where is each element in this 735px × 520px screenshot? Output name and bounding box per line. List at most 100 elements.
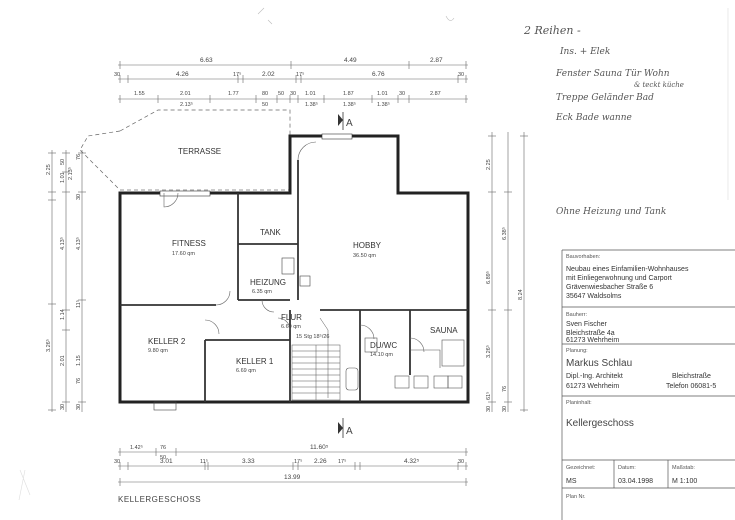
tb-planner-label: Planung: [566, 348, 588, 354]
room-heizung-area: 6.35 qm [252, 289, 272, 295]
right-dim-5: 3.26⁵ [485, 345, 492, 358]
top-dim-3-11: 2.87 [430, 91, 441, 97]
tb-project-line-1: Neubau eines Einfamilien-Wohnhauses [566, 266, 689, 273]
bottom-dim-3-1: 13.99 [284, 474, 301, 481]
room-sauna-name: SAUNA [430, 326, 458, 335]
left-dim-14: 76 [76, 378, 82, 384]
room-duwc-area: 14.10 qm [370, 352, 393, 358]
bottom-dim-2-1: 30 [114, 459, 120, 465]
top-dim-2-5: 17⁵ [296, 71, 304, 78]
handwritten-notes: 2 Reihen - Ins. + Elek Fenster Sauna Tür… [523, 24, 684, 217]
top-dim-3-1: 1.55 [134, 91, 145, 97]
left-dimension-text: 2.25 50 1.01 76 2.13⁵ 30 4.13⁵ 4.13⁵ 1.1… [45, 154, 82, 410]
top-dim-sub-1: 2.13⁵ [180, 101, 193, 108]
tb-planner-phone: Telefon 06081-5 [666, 383, 716, 390]
room-keller2-area: 9.80 qm [148, 348, 168, 354]
tb-client-line-3: 61273 Wehrheim [566, 337, 619, 344]
bottom-dim-2-6: 2.26 [314, 458, 327, 465]
bottom-dim-2-7: 17⁵ [338, 458, 346, 465]
top-dim-2-7: 30 [458, 72, 464, 78]
plan-label: KELLERGESCHOSS [118, 495, 201, 504]
top-dim-2-6: 6.76 [372, 71, 385, 78]
section-marker-bottom: A [338, 418, 353, 438]
sauna-fixtures [345, 337, 465, 391]
right-dim-9: 30 [502, 406, 508, 412]
room-hobby-name: HOBBY [353, 241, 382, 250]
right-dim-1: 2.25 [486, 159, 492, 170]
right-dim-7: 76 [502, 386, 508, 392]
top-dimension-lines [118, 61, 468, 103]
top-dim-sub-3: 1.38⁵ [305, 101, 318, 108]
left-dim-15: 30 [60, 404, 66, 410]
note-line-3: & teckt küche [634, 81, 684, 89]
top-dim-3-4: 80 [262, 91, 268, 97]
tb-project-line-2: mit Einliegerwohnung und Carport [566, 275, 672, 282]
bottom-dim-1-4: 11.60⁵ [310, 444, 329, 451]
tb-planner-city: 61273 Wehrheim [566, 383, 619, 390]
tb-content: Kellergeschoss [566, 418, 634, 429]
room-terrasse-name: TERRASSE [178, 147, 221, 156]
stair-label: 15 Stg 18⁵/26 [296, 333, 329, 340]
bottom-dim-2-9: 30 [458, 459, 464, 465]
right-dimension-lines [488, 132, 528, 412]
tb-planner-name: Markus Schlau [566, 358, 632, 369]
tb-scale-label: Maßstab: [672, 465, 695, 471]
tb-client-line-2: Bleichstraße 4a [566, 330, 615, 337]
section-marker-top: A [338, 112, 353, 130]
note-line-4: Treppe Geländer Bad [556, 93, 654, 103]
bottom-dim-1-1: 1.42⁵ [130, 444, 143, 451]
tb-drawn: MS [566, 478, 577, 485]
building-outline [79, 109, 470, 411]
top-dim-3-2: 2.01 [180, 91, 191, 97]
left-dim-3: 1.01 [60, 172, 66, 183]
bottom-dim-2-3: 11⁵ [200, 458, 208, 465]
note-side: Ohne Heizung und Tank [556, 207, 666, 217]
bottom-dim-2-8: 4.32⁵ [404, 458, 420, 465]
title-block: Bauvorhaben: Neubau eines Einfamilien-Wo… [561, 249, 735, 520]
top-dim-1-1: 6.63 [200, 57, 213, 64]
bottom-dim-2-2: 3.01 [160, 458, 173, 465]
left-dim-1: 2.25 [46, 164, 52, 175]
bottom-dim-1-2: 76 [160, 445, 166, 451]
scan-marks [18, 7, 729, 501]
left-dim-9: 1.14 [60, 309, 66, 320]
room-duwc-name: DU/WC [370, 341, 397, 350]
tb-content-label: Planinhalt: [566, 400, 592, 406]
section-label-top: A [346, 118, 353, 129]
top-dim-3-10: 30 [399, 91, 405, 97]
top-dim-sub-5: 1.38⁵ [377, 101, 390, 108]
left-dim-11: 3.26⁵ [45, 339, 52, 352]
section-label-bottom: A [346, 426, 353, 437]
right-dim-6: 61⁵ [485, 392, 492, 400]
right-dimension-text: 2.25 6.38⁵ 6.89⁵ 8.24 3.26⁵ 61⁵ 76 30 30 [485, 159, 524, 412]
top-dim-3-5: 50 [278, 91, 284, 97]
bottom-dim-1-3: 50 [160, 455, 166, 461]
top-dim-3-6: 30 [290, 91, 296, 97]
left-dim-16: 30 [76, 404, 82, 410]
room-fitness-area: 17.60 qm [172, 251, 195, 257]
top-dim-2-3: 17⁵ [233, 71, 241, 78]
note-line-2: Fenster Sauna Tür Wohn [555, 69, 670, 79]
tb-project-line-3: Grävenwiesbacher Straße 6 [566, 284, 653, 291]
right-dim-8: 30 [486, 406, 492, 412]
top-dim-3-3: 1.77 [228, 91, 239, 97]
top-dim-sub-2: 50 [262, 102, 268, 108]
top-dim-3-7: 1.01 [305, 91, 316, 97]
left-dim-6: 30 [76, 194, 82, 200]
top-dim-1-3: 2.87 [430, 57, 443, 64]
top-dim-2-4: 2.02 [262, 71, 275, 78]
left-dim-12: 2.01 [60, 355, 66, 366]
tb-client-label: Bauherr: [566, 312, 588, 318]
tb-planner-title: Dipl.-Ing. Architekt [566, 373, 623, 380]
note-title: 2 Reihen - [523, 24, 581, 37]
room-tank-name: TANK [260, 228, 281, 237]
room-labels: TERRASSE FITNESS 17.60 qm TANK HOBBY 36.… [148, 147, 458, 374]
tb-planno-label: Plan Nr. [566, 494, 586, 500]
room-flur-area: 6.60 qm [281, 324, 301, 330]
tb-project-line-4: 35647 Waldsolms [566, 293, 622, 300]
right-dim-3: 6.89⁵ [485, 271, 492, 284]
left-dim-4: 76 [76, 154, 82, 160]
note-line-1: Ins. + Elek [559, 47, 610, 57]
top-dim-2-1: 30 [114, 72, 120, 78]
